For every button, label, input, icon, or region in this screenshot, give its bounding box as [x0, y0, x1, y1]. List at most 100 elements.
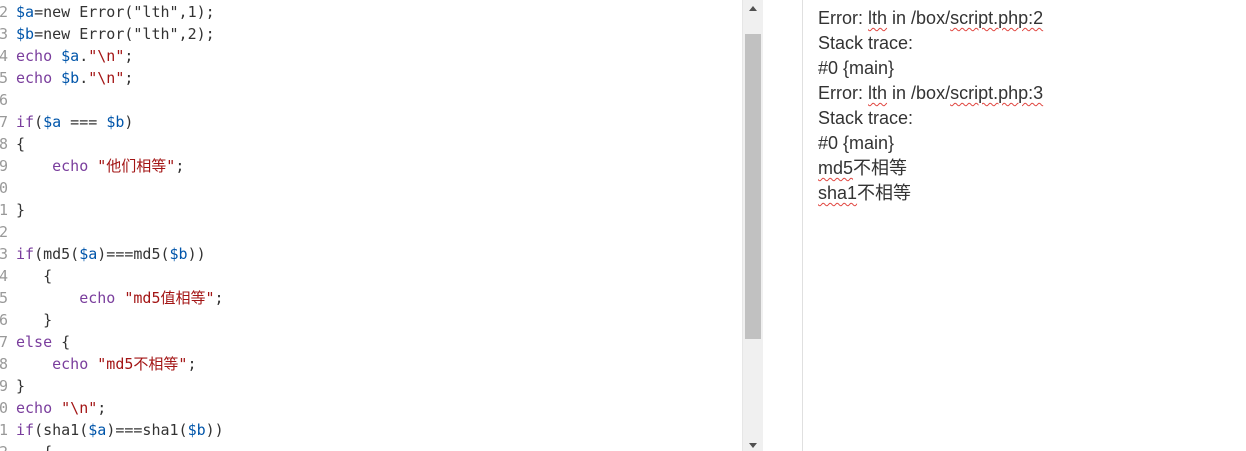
output-line: Stack trace:	[818, 31, 1238, 56]
line-number: 7	[0, 113, 8, 131]
code-area[interactable]: $a=new Error("lth",1);$b=new Error("lth"…	[16, 0, 742, 451]
code-token: $b	[106, 113, 125, 131]
code-token: {	[16, 267, 53, 285]
code-token: if	[16, 421, 35, 439]
line-number: 5	[0, 69, 8, 87]
code-line: }	[16, 309, 52, 331]
output-text: script.php:3	[950, 83, 1044, 103]
code-line: if(sha1($a)===sha1($b))	[16, 419, 224, 441]
code-token: $b	[187, 421, 206, 439]
output-text: Error:	[818, 83, 869, 103]
code-token: .	[79, 47, 89, 65]
output-text: lth	[868, 83, 888, 103]
line-number: 5	[0, 289, 8, 307]
code-token: ;	[175, 157, 185, 175]
line-number: 3	[0, 245, 8, 263]
code-token: {	[16, 443, 52, 451]
code-token: $a	[43, 113, 62, 131]
line-number: 1	[0, 201, 8, 219]
code-token: "\n"	[88, 69, 125, 87]
code-line: }	[16, 199, 25, 221]
code-token: .	[79, 69, 89, 87]
code-token: if	[16, 113, 35, 131]
line-number: 7	[0, 333, 8, 351]
line-number: 2	[0, 441, 8, 451]
editor-scrollbar[interactable]	[742, 0, 763, 451]
output-text: #0 {main}	[818, 58, 895, 78]
code-token: ))	[187, 245, 206, 263]
output-text: md5	[818, 158, 854, 178]
line-number-gutter: 234567890123456789012	[0, 0, 12, 451]
line-number: 4	[0, 47, 8, 65]
output-line: Error: lth in /box/script.php:2	[818, 6, 1238, 31]
code-line: echo "md5值相等";	[16, 287, 223, 309]
code-token: "\n"	[88, 47, 125, 65]
code-token: }	[16, 201, 26, 219]
code-token: $a	[61, 47, 80, 65]
line-number: 8	[0, 135, 8, 153]
code-line: $a=new Error("lth",1);	[16, 1, 215, 23]
code-editor[interactable]: 234567890123456789012 $a=new Error("lth"…	[0, 0, 763, 451]
code-line: $b=new Error("lth",2);	[16, 23, 215, 45]
code-token: ;	[124, 47, 134, 65]
code-line: }	[16, 375, 25, 397]
scrollbar-thumb[interactable]	[745, 34, 761, 339]
code-line: if(md5($a)===md5($b))	[16, 243, 206, 265]
code-token: ))	[205, 421, 224, 439]
code-line: {	[16, 265, 52, 287]
output-line: Error: lth in /box/script.php:3	[818, 81, 1238, 106]
output-text: sha1	[818, 183, 858, 203]
code-token: else	[16, 333, 62, 351]
code-token: (	[34, 113, 44, 131]
code-token: echo	[16, 157, 98, 175]
code-token: $a	[79, 245, 98, 263]
code-token: if	[16, 245, 35, 263]
code-line: if($a === $b)	[16, 111, 133, 133]
code-line: echo "他们相等";	[16, 155, 184, 177]
code-line: echo "\n";	[16, 397, 106, 419]
output-line: md5不相等	[818, 156, 1238, 181]
code-token: "\n"	[61, 399, 98, 417]
line-number: 8	[0, 355, 8, 373]
code-line: echo $a."\n";	[16, 45, 133, 67]
line-number: 2	[0, 3, 8, 21]
scroll-up-arrow-icon[interactable]	[743, 0, 763, 18]
output-line: Stack trace:	[818, 106, 1238, 131]
line-number: 4	[0, 267, 8, 285]
code-token: )===md5(	[97, 245, 170, 263]
line-number: 2	[0, 223, 8, 241]
code-token: "他们相等"	[97, 157, 176, 175]
pane-divider	[802, 0, 803, 451]
line-number: 6	[0, 91, 8, 109]
code-line: echo $b."\n";	[16, 67, 133, 89]
code-line: echo "md5不相等";	[16, 353, 196, 375]
output-text: 不相等	[857, 183, 912, 203]
output-line: sha1不相等	[818, 181, 1238, 206]
code-token: echo	[16, 47, 62, 65]
code-token: echo	[16, 69, 62, 87]
code-line: {	[16, 441, 52, 451]
code-token: $b	[169, 245, 188, 263]
output-text: lth	[868, 8, 888, 28]
code-token: =new Error("lth",2);	[34, 25, 215, 43]
code-token: =new Error("lth",1);	[34, 3, 215, 21]
code-line: else {	[16, 331, 70, 353]
code-token: ;	[187, 355, 197, 373]
line-number: 3	[0, 25, 8, 43]
code-token: )===sha1(	[106, 421, 188, 439]
line-number: 0	[0, 399, 8, 417]
output-line: #0 {main}	[818, 56, 1238, 81]
code-token: ;	[124, 69, 134, 87]
line-number: 0	[0, 179, 8, 197]
output-text: #0 {main}	[818, 133, 895, 153]
output-text: script.php:2	[950, 8, 1044, 28]
scroll-down-arrow-icon[interactable]	[743, 441, 763, 451]
code-token: "md5不相等"	[97, 355, 188, 373]
output-text: Stack trace:	[818, 33, 914, 53]
code-line: {	[16, 133, 25, 155]
code-token: echo	[16, 289, 125, 307]
output-text: 不相等	[853, 158, 908, 178]
code-token: {	[61, 333, 71, 351]
code-token: }	[16, 377, 26, 395]
